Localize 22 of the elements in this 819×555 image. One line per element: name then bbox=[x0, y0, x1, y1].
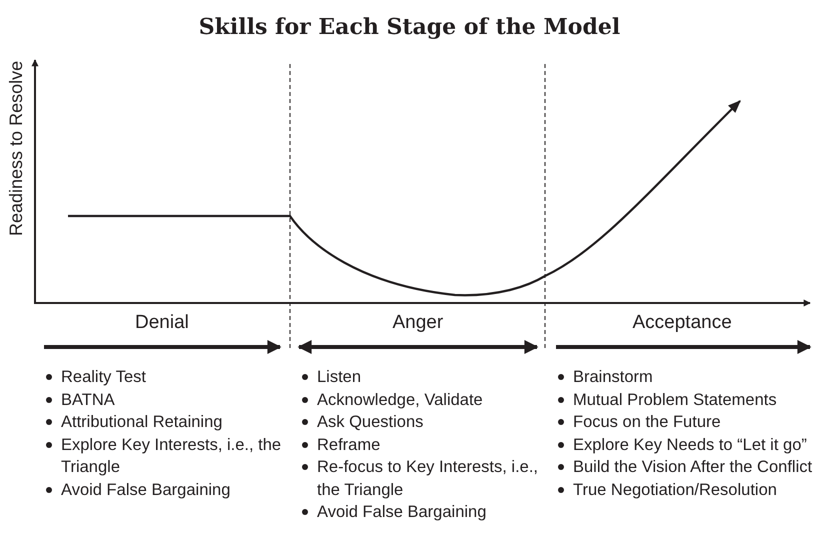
axis-label: Readiness to Resolve bbox=[6, 60, 27, 236]
chart-title: Skills for Each Stage of the Model bbox=[198, 14, 622, 40]
list-item: Re-focus to Key Interests, i.e., the Triangle bbox=[317, 457, 540, 500]
list-item: Mutual Problem Statements bbox=[573, 390, 777, 410]
list-item: Reframe bbox=[317, 434, 380, 456]
list-item: Acknowledge, Validate bbox=[317, 390, 483, 410]
list-item: True Negotiation/Resolution bbox=[573, 480, 777, 500]
list-item: Ask Questions bbox=[317, 412, 424, 433]
list-item: Explore Key Interests, i.e., the Triangle bbox=[61, 434, 282, 478]
list-item: Listen bbox=[317, 367, 362, 388]
list-item: Focus on the Future bbox=[573, 412, 721, 433]
stage-label: Denial bbox=[135, 312, 189, 334]
stage-label: Acceptance bbox=[632, 312, 732, 334]
list-item: Brainstorm bbox=[573, 367, 653, 388]
list-item: Reality Test bbox=[61, 367, 146, 388]
list-item: Explore Key Needs to “Let it go” bbox=[573, 434, 807, 456]
list-item: BATNA bbox=[61, 390, 115, 410]
list-item: Avoid False Bargaining bbox=[317, 502, 486, 523]
list-item: Avoid False Bargaining bbox=[61, 480, 230, 500]
list-item: Build the Vision After the Conflict bbox=[573, 457, 812, 478]
stage-label: Anger bbox=[392, 312, 444, 334]
list-item: Attributional Retaining bbox=[61, 412, 222, 433]
